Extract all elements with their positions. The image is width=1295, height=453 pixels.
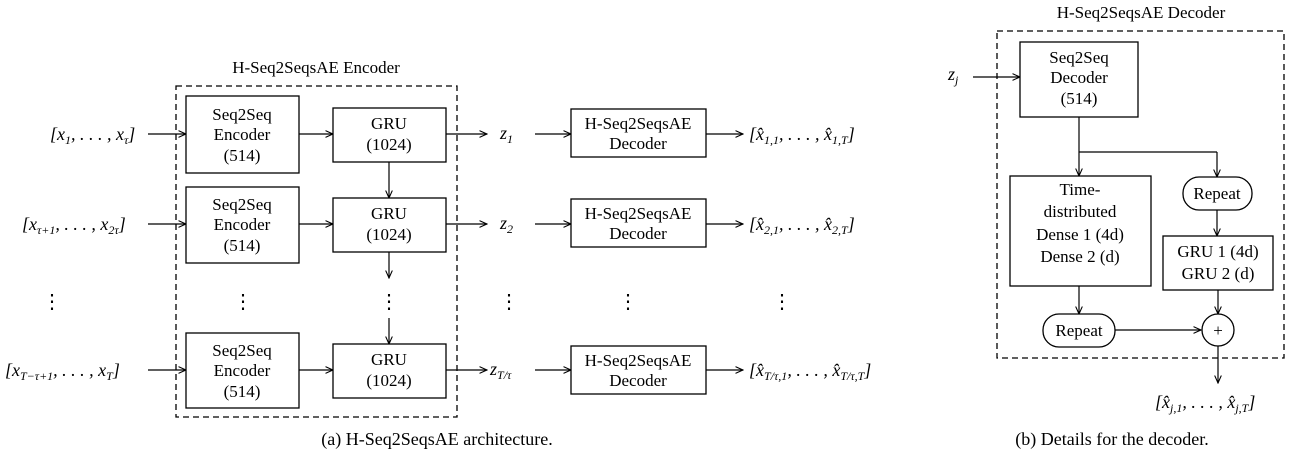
gru-1-line2: (1024)	[366, 135, 411, 154]
seq2seq-encoder-3	[185, 332, 300, 409]
seq2seq-decoder-line2: Decoder	[1050, 68, 1108, 87]
caption-a: (a) H-Seq2SeqsAE architecture.	[321, 429, 552, 450]
decoder-box-2-line2: Decoder	[609, 224, 667, 243]
input-seq-2: [xτ+1, . . . , x2τ]	[22, 214, 126, 237]
decoder-box-1-line2: Decoder	[609, 134, 667, 153]
dense-box	[1009, 175, 1152, 287]
seq2seq-encoder-2-line3: (514)	[224, 236, 261, 255]
encoder-title: H-Seq2SeqsAE Encoder	[232, 58, 400, 77]
gru-stack-box	[1162, 235, 1274, 291]
gru-2-line1: GRU	[371, 204, 407, 223]
seq2seq-decoder-line1: Seq2Seq	[1049, 48, 1109, 67]
seq2seq-encoder-2	[185, 186, 300, 264]
ellipsis-seq2seq: ⋮	[233, 291, 253, 313]
gru-2-line2: (1024)	[366, 225, 411, 244]
decoder-box-3-line2: Decoder	[609, 371, 667, 390]
input-seq-3: [xT−τ+1, . . . , xT]	[5, 360, 120, 383]
latent-z-2: z2	[499, 213, 513, 236]
ellipsis-inputs: ⋮	[42, 291, 62, 313]
output-seq-1: [x̂1,1, . . . , x̂1,T]	[749, 124, 855, 147]
seq2seq-encoder-3-line3: (514)	[224, 382, 261, 401]
decoder-dashed-frame	[996, 30, 1285, 359]
output-seq-2: [x̂2,1, . . . , x̂2,T]	[749, 214, 855, 237]
gru-3-line1: GRU	[371, 350, 407, 369]
repeat-bottom-label: Repeat	[1055, 321, 1102, 340]
decoder-detail-title: H-Seq2SeqsAE Decoder	[1057, 3, 1226, 22]
decoder-box-1	[570, 108, 707, 158]
decoder-input-zj: zj	[947, 64, 959, 87]
decoder-box-1-line1: H-Seq2SeqsAE	[585, 114, 692, 133]
latent-z-1: z1	[499, 123, 513, 146]
repeat-top-label: Repeat	[1193, 184, 1240, 203]
seq2seq-decoder-line3: (514)	[1061, 89, 1098, 108]
caption-b: (b) Details for the decoder.	[1015, 429, 1208, 450]
decoder-box-2-line1: H-Seq2SeqsAE	[585, 204, 692, 223]
gru-3	[332, 343, 447, 399]
gru-stack-line2: GRU 2 (d)	[1182, 264, 1255, 283]
decoder-box-2	[570, 198, 707, 248]
decoder-box-3	[570, 345, 707, 395]
dense-line3: Dense 1 (4d)	[1036, 225, 1124, 244]
output-seq-3: [x̂T/τ,1, . . . , x̂T/τ,T]	[749, 360, 871, 383]
seq2seq-encoder-1-line1: Seq2Seq	[212, 105, 272, 124]
seq2seq-encoder-2-line1: Seq2Seq	[212, 195, 272, 214]
input-seq-1: [x1, . . . , xτ]	[50, 124, 135, 147]
decoder-output-seq: [x̂j,1, . . . , x̂j,T]	[1155, 392, 1255, 415]
ellipsis-gru: ⋮	[379, 291, 399, 313]
seq2seq-decoder-box	[1019, 41, 1139, 118]
sum-node-symbol: +	[1213, 321, 1223, 340]
dense-line4: Dense 2 (d)	[1040, 247, 1119, 266]
ellipsis-outputs: ⋮	[772, 291, 792, 313]
dense-line1: Time-	[1060, 180, 1101, 199]
ellipsis-latents: ⋮	[499, 291, 519, 313]
encoder-dashed-frame	[175, 85, 458, 418]
gru-3-line2: (1024)	[366, 371, 411, 390]
gru-stack-line1: GRU 1 (4d)	[1177, 242, 1258, 261]
dense-line2: distributed	[1044, 202, 1117, 221]
ellipsis-decoders: ⋮	[618, 291, 638, 313]
gru-1-line1: GRU	[371, 114, 407, 133]
seq2seq-encoder-1-line2: Encoder	[214, 125, 271, 144]
seq2seq-encoder-3-line1: Seq2Seq	[212, 341, 272, 360]
seq2seq-encoder-2-line2: Encoder	[214, 215, 271, 234]
decoder-box-3-line1: H-Seq2SeqsAE	[585, 351, 692, 370]
seq2seq-encoder-1-line3: (514)	[224, 146, 261, 165]
seq2seq-encoder-3-line2: Encoder	[214, 361, 271, 380]
latent-z-3: zT/τ	[489, 359, 512, 382]
